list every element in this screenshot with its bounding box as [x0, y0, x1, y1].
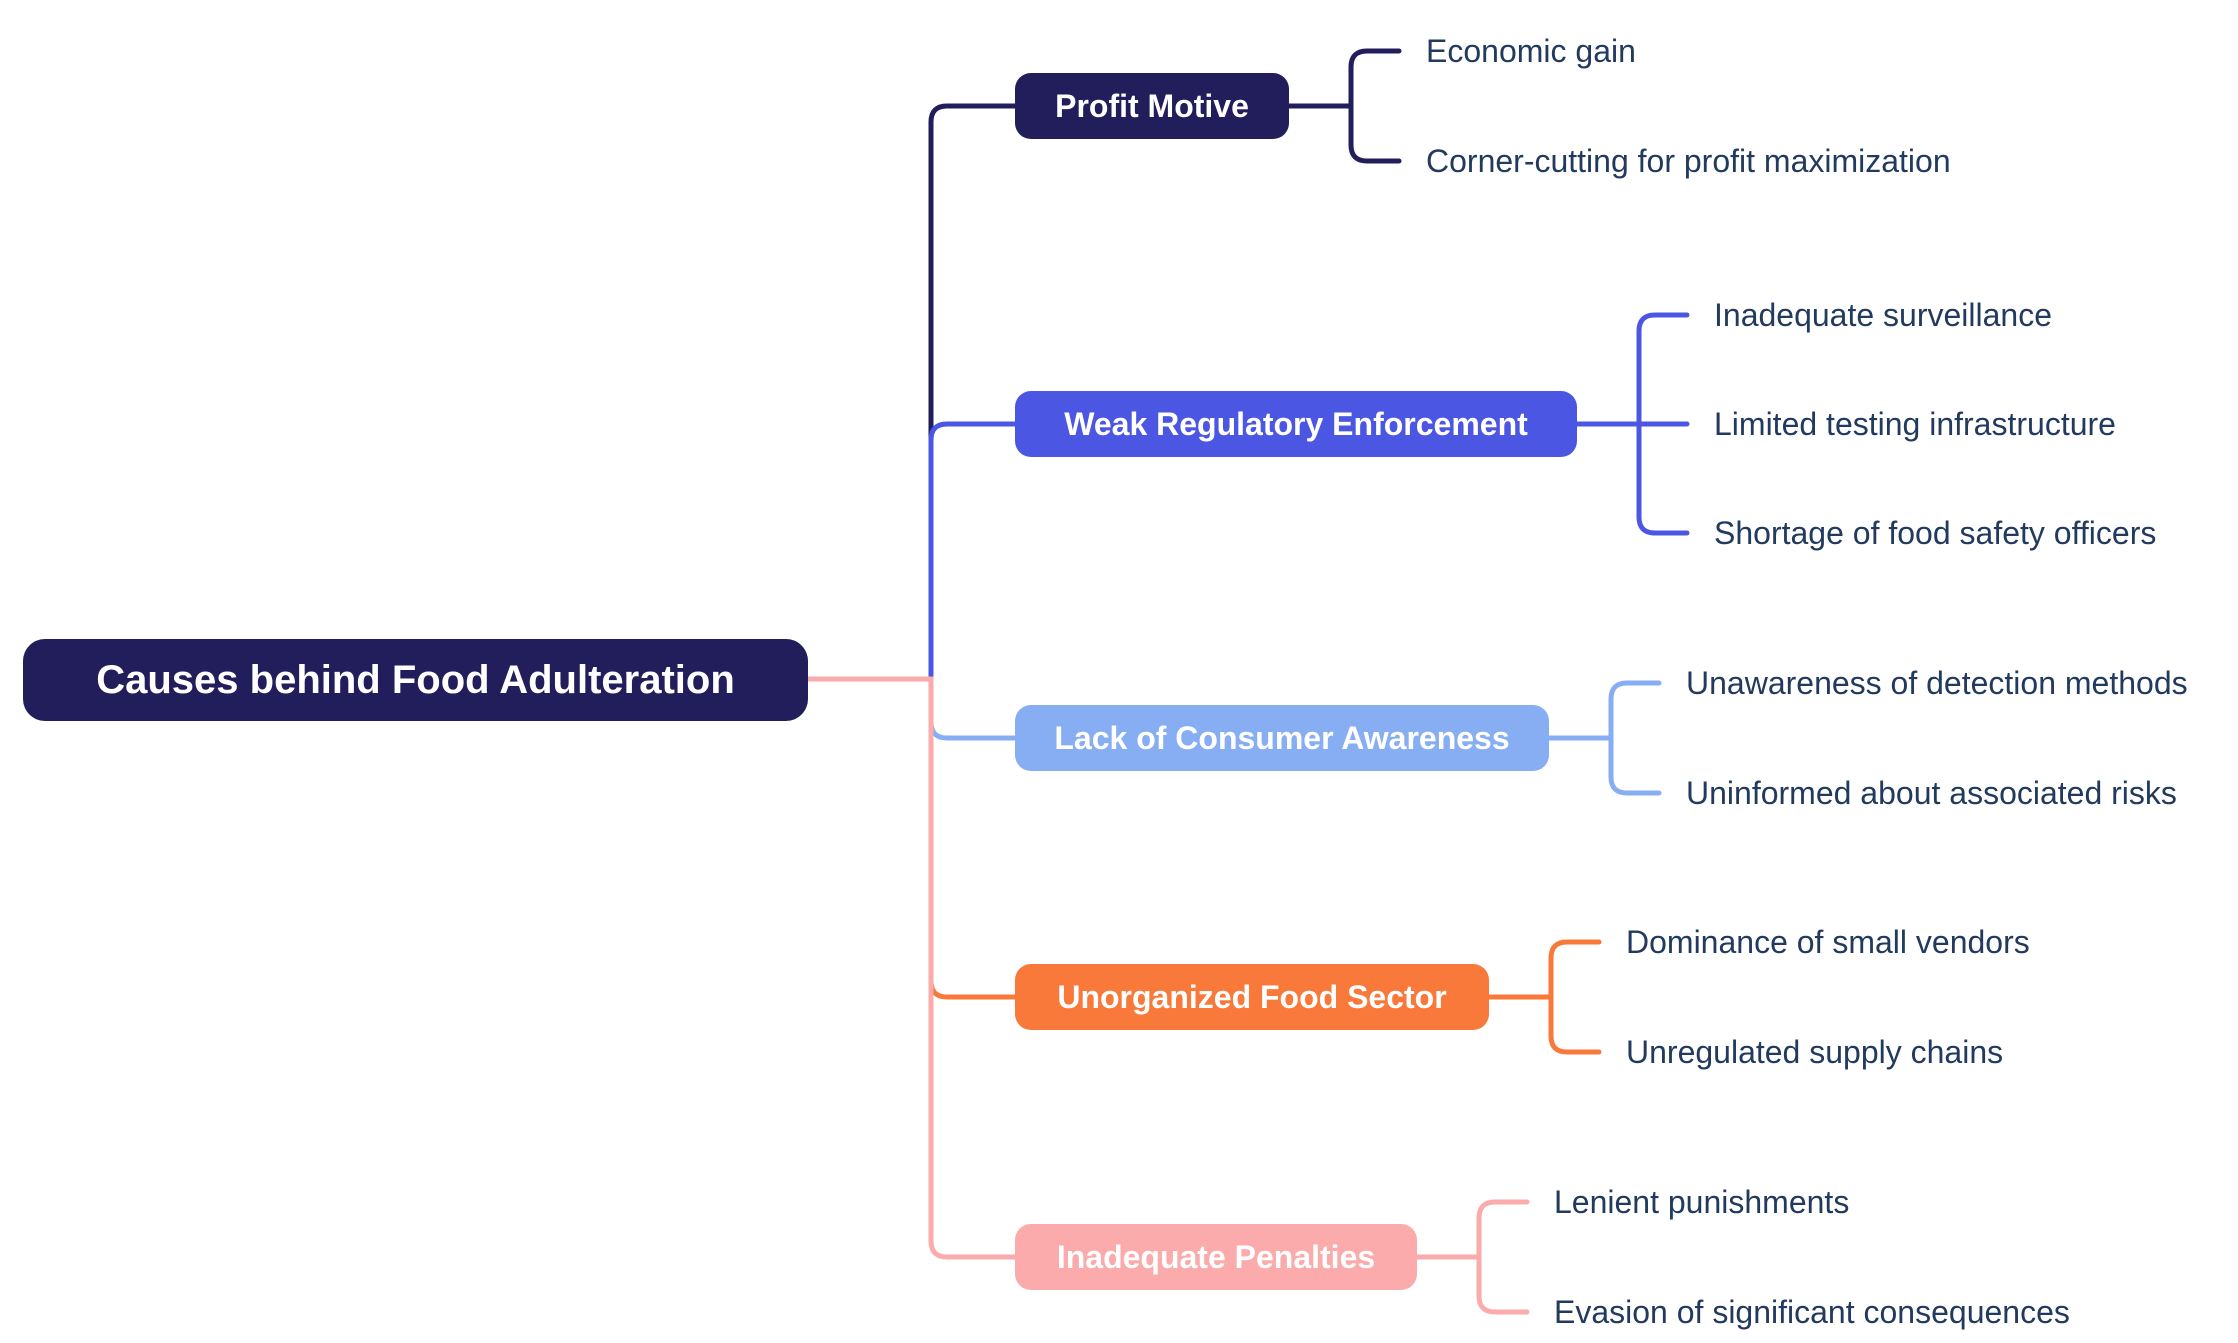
branch-connector-lack-of-consumer-awareness [805, 676, 1018, 741]
branch-connector-profit-motive [805, 103, 1018, 682]
child-connector-lack-of-consumer-awareness [1546, 680, 1662, 796]
child-connector-profit-motive [1286, 48, 1402, 164]
child-node-dominance-of-small-vendors[interactable]: Dominance of small vendors [1626, 924, 2030, 960]
child-connector-weak-regulatory-enforcement [1574, 312, 1690, 536]
child-node-economic-gain[interactable]: Economic gain [1426, 33, 1636, 69]
child-node-inadequate-surveillance[interactable]: Inadequate surveillance [1714, 297, 2053, 333]
branch-node-weak-regulatory-enforcement[interactable]: Weak Regulatory Enforcement [1015, 391, 1577, 457]
branch-node-inadequate-penalties[interactable]: Inadequate Penalties [1015, 1224, 1417, 1290]
child-node-evasion-of-significant-consequences[interactable]: Evasion of significant consequences [1554, 1294, 2070, 1330]
branch-node-profit-motive[interactable]: Profit Motive [1015, 73, 1289, 139]
branch-connector-unorganized-food-sector [805, 676, 1018, 1000]
child-node-corner-cutting-for-profit-maximization[interactable]: Corner-cutting for profit maximization [1426, 143, 1951, 179]
child-node-limited-testing-infrastructure[interactable]: Limited testing infrastructure [1714, 406, 2116, 442]
branch-connector-inadequate-penalties [805, 676, 1018, 1260]
child-node-unregulated-supply-chains[interactable]: Unregulated supply chains [1626, 1034, 2004, 1070]
child-node-lenient-punishments[interactable]: Lenient punishments [1554, 1184, 1850, 1220]
child-node-uninformed-about-associated-risks[interactable]: Uninformed about associated risks [1686, 775, 2177, 811]
child-connector-inadequate-penalties [1414, 1199, 1530, 1315]
child-connector-unorganized-food-sector [1486, 939, 1602, 1055]
branch-node-unorganized-food-sector[interactable]: Unorganized Food Sector [1015, 964, 1489, 1030]
branch-connector-weak-regulatory-enforcement [805, 421, 1018, 682]
branch-node-lack-of-consumer-awareness[interactable]: Lack of Consumer Awareness [1015, 705, 1549, 771]
child-node-shortage-of-food-safety-officers[interactable]: Shortage of food safety officers [1714, 515, 2157, 551]
root-node[interactable]: Causes behind Food Adulteration [23, 639, 808, 721]
child-node-unawareness-of-detection-methods[interactable]: Unawareness of detection methods [1686, 665, 2188, 701]
